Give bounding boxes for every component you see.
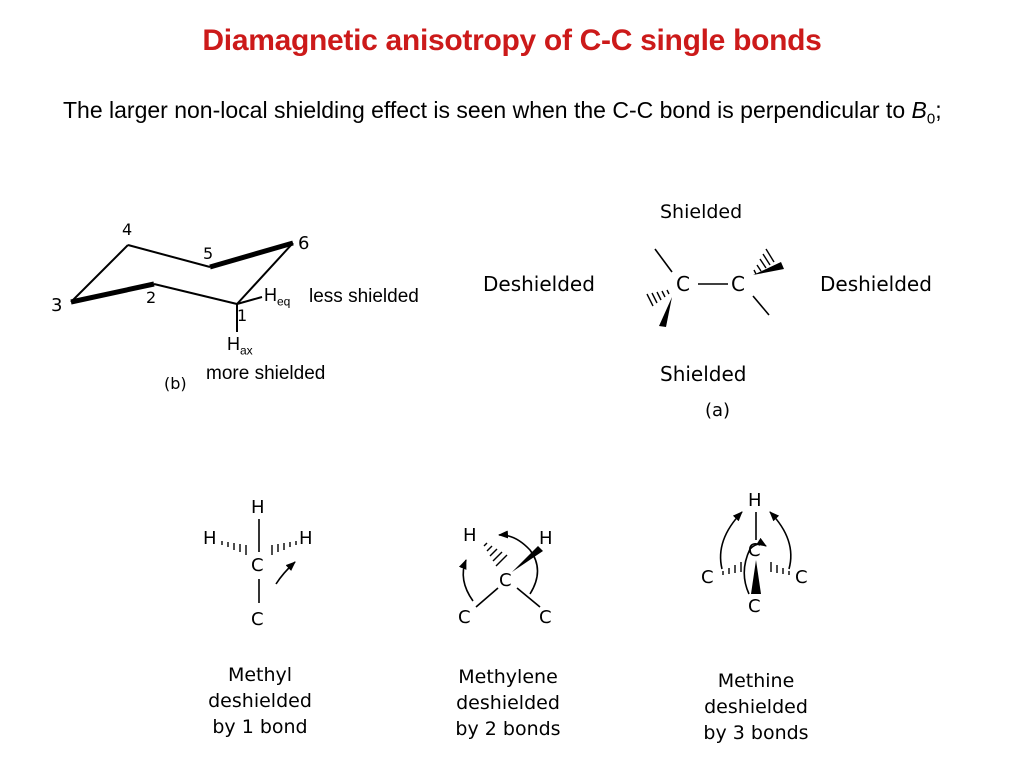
methyl-arrow (275, 561, 296, 585)
h-ax-sub: ax (240, 343, 253, 358)
methyl-hash-left (221, 541, 247, 555)
intro-text: The larger non-local shielding effect is… (63, 93, 963, 137)
methylene-bond-rc (516, 587, 541, 608)
ring-position-2: 2 (146, 288, 157, 307)
methyl-c-center: C (251, 555, 264, 576)
hash-right (753, 248, 775, 275)
methine-h-top: H (748, 490, 762, 511)
methyl-caption: Methyl deshielded by 1 bond (180, 662, 340, 740)
methine-caption-line3: by 3 bonds (703, 722, 809, 744)
wedge-right-up (753, 262, 784, 275)
methyl-c-bottom: C (251, 609, 264, 630)
methine-c-right: C (795, 567, 808, 588)
deshielded-right-label: Deshielded (820, 272, 932, 296)
field-subscript: 0 (926, 110, 936, 128)
deshielded-left-label: Deshielded (483, 272, 595, 296)
methylene-caption: Methylene deshielded by 2 bonds (428, 664, 588, 742)
methyl-caption-line3: by 1 bond (212, 716, 308, 738)
methine-figure (719, 511, 792, 595)
intro-main: The larger non-local shielding effect is… (63, 97, 912, 123)
methine-arrow-right (769, 511, 792, 570)
methylene-caption-line3: by 2 bonds (455, 718, 561, 740)
shielded-bottom-label: Shielded (660, 362, 747, 386)
ring-position-6: 6 (298, 233, 310, 254)
methylene-wedge (512, 546, 543, 572)
bond-4-5 (127, 244, 211, 268)
eq-note: less shielded (309, 286, 419, 307)
methine-caption: Methine deshielded by 3 bonds (676, 668, 836, 746)
h-equatorial-label: Heq (264, 285, 290, 309)
methine-hash-left (722, 562, 742, 575)
methylene-h-right: H (539, 528, 553, 549)
methyl-caption-line2: deshielded (208, 690, 312, 712)
bond-1-2 (153, 283, 238, 305)
methylene-arrow-left (458, 559, 474, 602)
methylene-caption-line2: deshielded (456, 692, 560, 714)
methine-c-left: C (701, 567, 714, 588)
ring-position-3: 3 (51, 295, 63, 316)
methylene-h-left: H (463, 525, 477, 546)
methylene-bond-lc (475, 587, 499, 608)
methine-caption-line2: deshielded (704, 696, 808, 718)
methine-c-center: C (748, 540, 761, 561)
methyl-figure (221, 519, 297, 603)
ring-position-1: 1 (237, 306, 248, 325)
h-ax-letter: H (227, 334, 240, 354)
methylene-arrow-right (498, 530, 539, 595)
field-symbol: B (911, 97, 927, 123)
ax-note: more shielded (206, 363, 326, 384)
methyl-h-top: H (251, 497, 265, 518)
ring-position-5: 5 (203, 244, 214, 263)
carbon-right-label: C (731, 272, 745, 296)
bond-right-down (752, 295, 770, 316)
ring-position-4: 4 (122, 220, 133, 239)
h-eq-letter: H (264, 285, 277, 305)
methine-arrow-center (743, 537, 767, 595)
cc-bond-figure (646, 248, 784, 327)
methine-hash-right (770, 562, 790, 575)
methylene-c-right: C (539, 607, 552, 628)
panel-label-a: (a) (705, 400, 731, 421)
bond-3-4 (70, 244, 129, 303)
slide-title: Diamagnetic anisotropy of C-C single bon… (202, 24, 822, 57)
methylene-caption-line1: Methylene (458, 666, 558, 688)
methine-wedge (751, 560, 761, 594)
wedge-left-down (659, 297, 672, 327)
methylene-c-left: C (458, 607, 471, 628)
hash-left (646, 289, 670, 307)
methylene-figure (458, 530, 543, 608)
h-eq-sub: eq (277, 294, 291, 309)
shielded-top-label: Shielded (660, 201, 743, 223)
h-axial-label: Hax (227, 334, 253, 358)
methine-c-bottom: C (748, 596, 761, 617)
bond-h-eq (236, 296, 263, 305)
methylene-hash (483, 542, 508, 567)
intro-end: ; (935, 97, 942, 123)
bond-5-6 (209, 240, 294, 270)
methyl-h-right: H (299, 528, 313, 549)
bond-6-1 (236, 242, 294, 305)
bond-left-up (654, 248, 673, 273)
bond-2-3 (70, 281, 155, 305)
methyl-h-left: H (203, 528, 217, 549)
cyclohexane-chair (70, 240, 294, 332)
panel-label-b: (b) (164, 374, 187, 393)
methine-arrow-left (719, 511, 743, 570)
methyl-caption-line1: Methyl (227, 664, 293, 686)
methylene-c-center: C (499, 570, 512, 591)
methine-caption-line1: Methine (717, 670, 795, 692)
carbon-left-label: C (676, 272, 690, 296)
methyl-hash-right (271, 541, 297, 555)
